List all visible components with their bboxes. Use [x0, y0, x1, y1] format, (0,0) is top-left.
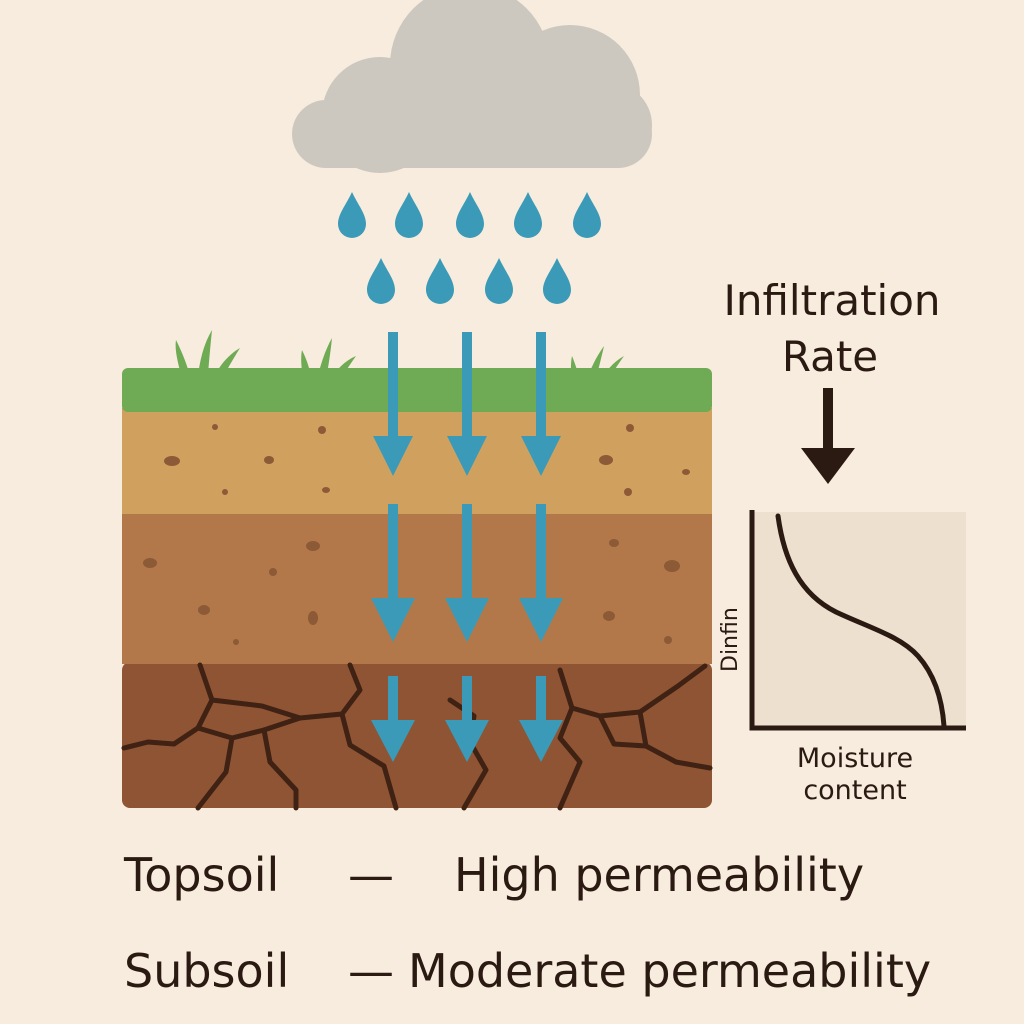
- legend-layer-name: Subsoil: [124, 944, 290, 998]
- soil-particles: [143, 424, 690, 645]
- raindrop: [543, 258, 571, 304]
- legend-layer-name: Topsoil: [124, 848, 280, 902]
- legend-row-topsoil: Topsoil: [124, 852, 279, 898]
- legend-dash: —: [348, 848, 394, 902]
- bedrock-layer: [122, 662, 712, 808]
- graph-x-axis-label-line-2: content: [803, 775, 907, 806]
- graph-x-axis-label-line-1: Moisture: [796, 743, 914, 774]
- rain-cloud: [292, 0, 652, 173]
- legend-description: Moderate permeability: [408, 944, 932, 998]
- graph-axes: [749, 510, 966, 731]
- raindrop: [485, 258, 513, 304]
- raindrop: [514, 192, 542, 238]
- raindrop: [395, 192, 423, 238]
- diagram-title-line-1: Infiltration: [723, 276, 941, 325]
- raindrop: [573, 192, 601, 238]
- bedrock-cracks: [121, 662, 713, 811]
- diagram-title-line-2: Rate: [781, 332, 879, 381]
- raindrop: [338, 192, 366, 238]
- raindrop: [456, 192, 484, 238]
- soil-profile: [121, 330, 713, 811]
- raindrop: [426, 258, 454, 304]
- legend-dash: —: [348, 944, 394, 998]
- graph-y-axis-label: Dinfin: [718, 607, 743, 672]
- subsoil-layer: [122, 512, 712, 664]
- infiltration-arrows: [371, 332, 563, 762]
- raindrop: [367, 258, 395, 304]
- legend-row-subsoil: Subsoil: [124, 948, 289, 994]
- infiltration-curve: [775, 513, 947, 729]
- topsoil-layer: [122, 408, 712, 514]
- down-arrow-icon: [801, 388, 855, 484]
- grass-tufts: [175, 330, 624, 390]
- infiltration-graph: [749, 510, 966, 731]
- legend-description: High permeability: [454, 848, 865, 902]
- grass-layer: [122, 368, 712, 412]
- raindrops: [338, 192, 601, 304]
